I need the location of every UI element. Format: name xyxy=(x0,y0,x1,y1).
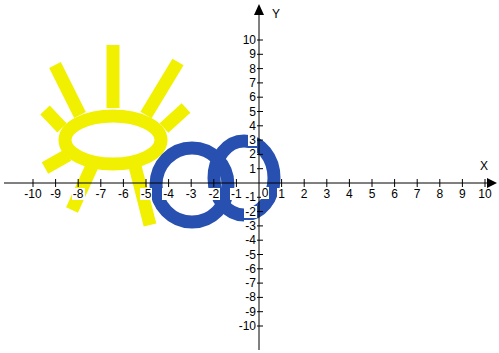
tick-label: 8 xyxy=(248,63,257,75)
tick-mark xyxy=(439,179,440,187)
tick-label: 2 xyxy=(300,188,309,200)
tick-label: -2 xyxy=(244,206,257,218)
sun-ray xyxy=(72,166,92,210)
sun-ray xyxy=(55,65,80,115)
tick-label: -7 xyxy=(244,277,257,289)
tick-label: 1 xyxy=(277,188,286,200)
tick-label: -10 xyxy=(23,188,42,200)
tick-label: -1 xyxy=(244,191,257,203)
tick-label: 3 xyxy=(322,188,331,200)
tick-label: 2 xyxy=(248,148,257,160)
tick-label: 5 xyxy=(368,188,377,200)
tick-label: -5 xyxy=(140,188,153,200)
tick-label: -6 xyxy=(244,263,257,275)
tick-label: 10 xyxy=(242,34,257,46)
tick-mark xyxy=(78,179,79,187)
tick-label: 0 xyxy=(261,187,270,199)
sun-drawing xyxy=(45,45,186,225)
tick-mark xyxy=(462,179,463,187)
tick-label: -9 xyxy=(244,306,257,318)
cloud-loop xyxy=(214,141,274,215)
tick-mark xyxy=(146,179,147,187)
tick-mark xyxy=(417,179,418,187)
tick-mark xyxy=(123,179,124,187)
tick-mark xyxy=(55,179,56,187)
sun-ray xyxy=(164,108,186,128)
tick-mark xyxy=(326,179,327,187)
tick-label: 8 xyxy=(435,188,444,200)
tick-label: 7 xyxy=(248,77,257,89)
tick-marks xyxy=(33,40,485,326)
tick-label: -10 xyxy=(238,320,257,332)
tick-mark xyxy=(100,179,101,187)
tick-label: 7 xyxy=(413,188,422,200)
tick-mark xyxy=(349,179,350,187)
tick-mark xyxy=(213,179,214,187)
tick-label: 3 xyxy=(248,134,257,146)
tick-label: 5 xyxy=(248,106,257,118)
tick-label: 4 xyxy=(248,120,257,132)
tick-label: -5 xyxy=(244,249,257,261)
tick-mark xyxy=(372,179,373,187)
y-arrow xyxy=(254,4,264,15)
axis-name: X xyxy=(479,160,489,172)
tick-label: 9 xyxy=(248,48,257,60)
tick-label: -4 xyxy=(244,234,257,246)
sun-ray xyxy=(107,45,120,108)
axes xyxy=(4,12,490,350)
sun-ray xyxy=(45,110,62,128)
tick-mark xyxy=(485,179,486,187)
tick-label: -3 xyxy=(185,188,198,200)
tick-mark xyxy=(394,179,395,187)
sun-ray xyxy=(146,62,178,115)
tick-mark xyxy=(168,179,169,187)
tick-label: -7 xyxy=(94,188,107,200)
tick-mark xyxy=(304,179,305,187)
tick-label: -9 xyxy=(49,188,62,200)
cloud-drawing xyxy=(156,141,274,222)
sun-ray xyxy=(45,155,68,168)
tick-label: -1 xyxy=(230,188,243,200)
tick-label: -6 xyxy=(117,188,130,200)
tick-mark xyxy=(33,179,34,187)
tick-label: 10 xyxy=(477,188,492,200)
tick-label: 1 xyxy=(248,163,257,175)
tick-label: 6 xyxy=(390,188,399,200)
tick-label: -8 xyxy=(244,291,257,303)
tick-label: 6 xyxy=(248,91,257,103)
y-axis xyxy=(259,12,260,350)
tick-label: 9 xyxy=(458,188,467,200)
tick-label: -4 xyxy=(162,188,175,200)
tick-mark xyxy=(281,179,282,187)
tick-label: -3 xyxy=(244,220,257,232)
axis-name: Y xyxy=(271,8,281,20)
tick-mark xyxy=(191,179,192,187)
tick-label: -2 xyxy=(207,188,220,200)
x-arrow xyxy=(487,178,497,188)
tick-mark xyxy=(236,179,237,187)
tick-label: 4 xyxy=(345,188,354,200)
sun-body xyxy=(65,116,161,164)
tick-label: -8 xyxy=(72,188,85,200)
